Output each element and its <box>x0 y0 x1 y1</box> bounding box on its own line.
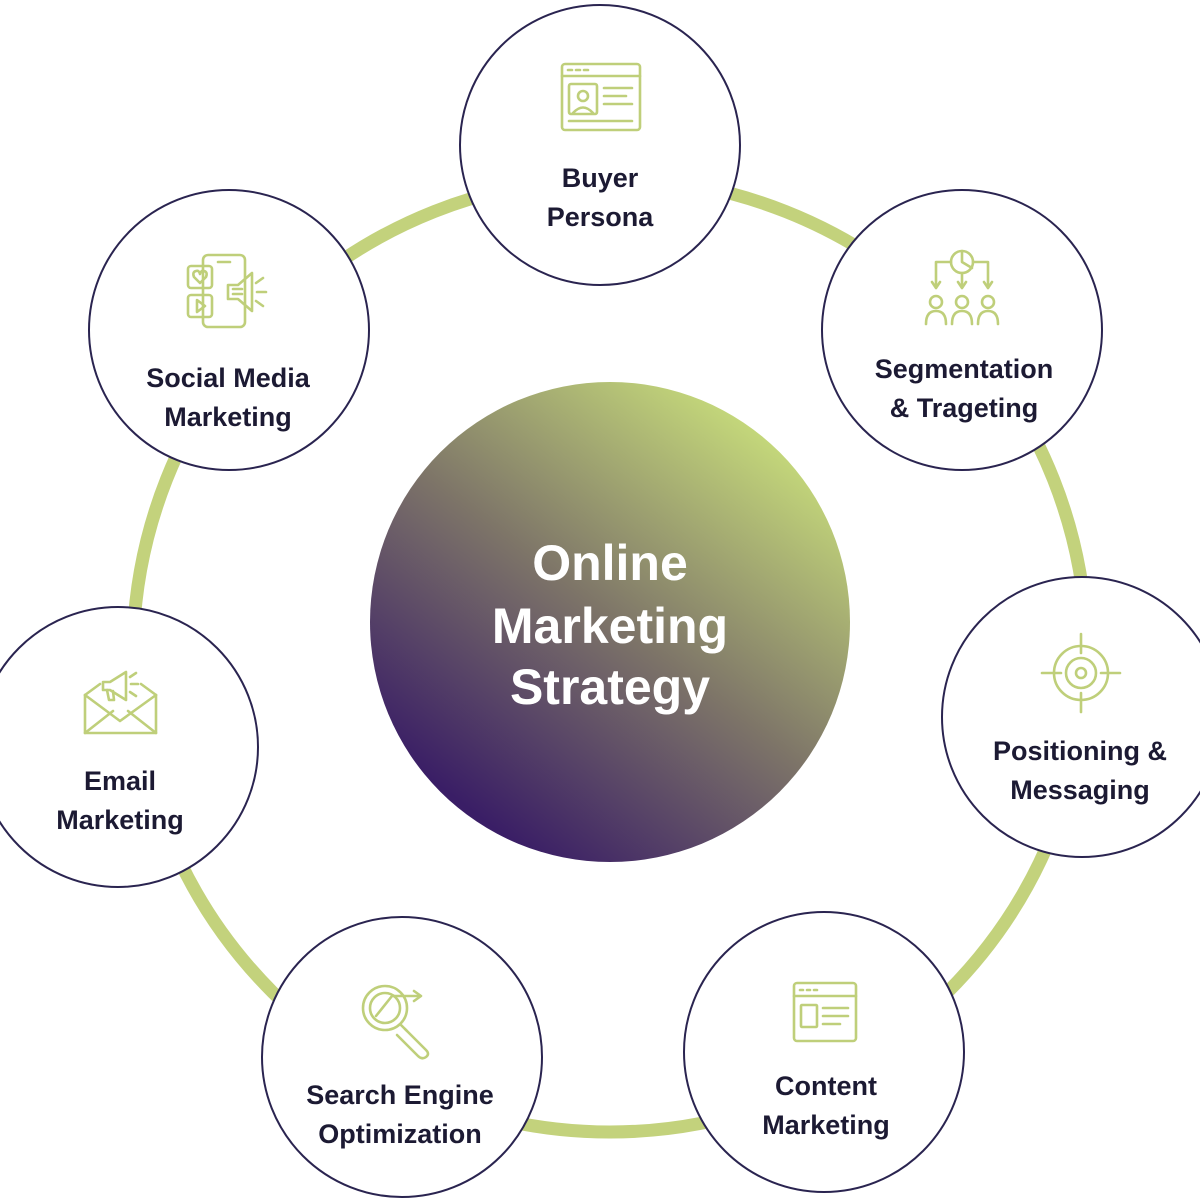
node-label-line-1: Content <box>775 1071 877 1101</box>
target-icon <box>1040 632 1122 714</box>
node-buyer-persona: Buyer Persona <box>459 4 741 286</box>
node-label-line-1: Email <box>84 766 156 796</box>
node-label-line-1: Social Media <box>146 363 311 393</box>
node-label-line-2: Messaging <box>1010 775 1150 805</box>
segmentation-icon <box>924 249 1000 326</box>
node-circle <box>0 606 259 888</box>
node-label-line-2: Optimization <box>318 1119 482 1149</box>
node-content-marketing: Content Marketing <box>683 911 965 1193</box>
node-label-line-2: Marketing <box>762 1110 890 1140</box>
node-circle <box>459 4 741 286</box>
node-label-line-1: Buyer <box>562 163 639 193</box>
node-circle <box>821 189 1103 471</box>
node-label-line-2: Persona <box>547 202 655 232</box>
node-circle <box>941 576 1200 858</box>
node-label-line-2: Marketing <box>164 402 292 432</box>
center-title-line-1: Online <box>532 535 688 591</box>
node-circle <box>88 189 370 471</box>
center-title-line-2: Marketing <box>492 598 728 654</box>
center-hub: Online Marketing Strategy <box>370 382 850 862</box>
node-segmentation-targeting: Segmentation & Trageting <box>821 189 1103 471</box>
node-social-media-marketing: Social Media Marketing <box>88 189 370 471</box>
node-label-line-1: Search Engine <box>306 1080 494 1110</box>
node-email-marketing: Email Marketing <box>0 606 259 888</box>
node-label-line-2: & Trageting <box>890 393 1039 423</box>
content-window-icon <box>792 981 858 1043</box>
center-title-line-3: Strategy <box>510 659 710 715</box>
node-search-engine-optimization: Search Engine Optimization <box>261 916 543 1198</box>
node-positioning-messaging: Positioning & Messaging <box>941 576 1200 858</box>
node-label-line-2: Marketing <box>56 805 184 835</box>
center-circle <box>370 382 850 862</box>
node-label-line-1: Positioning & <box>993 736 1167 766</box>
email-megaphone-icon <box>83 670 158 735</box>
node-circle <box>261 916 543 1198</box>
node-circle <box>683 911 965 1193</box>
social-media-icon <box>186 253 268 329</box>
persona-card-icon <box>560 62 642 132</box>
node-label-line-1: Segmentation <box>875 354 1054 384</box>
seo-magnifier-icon <box>361 984 430 1060</box>
